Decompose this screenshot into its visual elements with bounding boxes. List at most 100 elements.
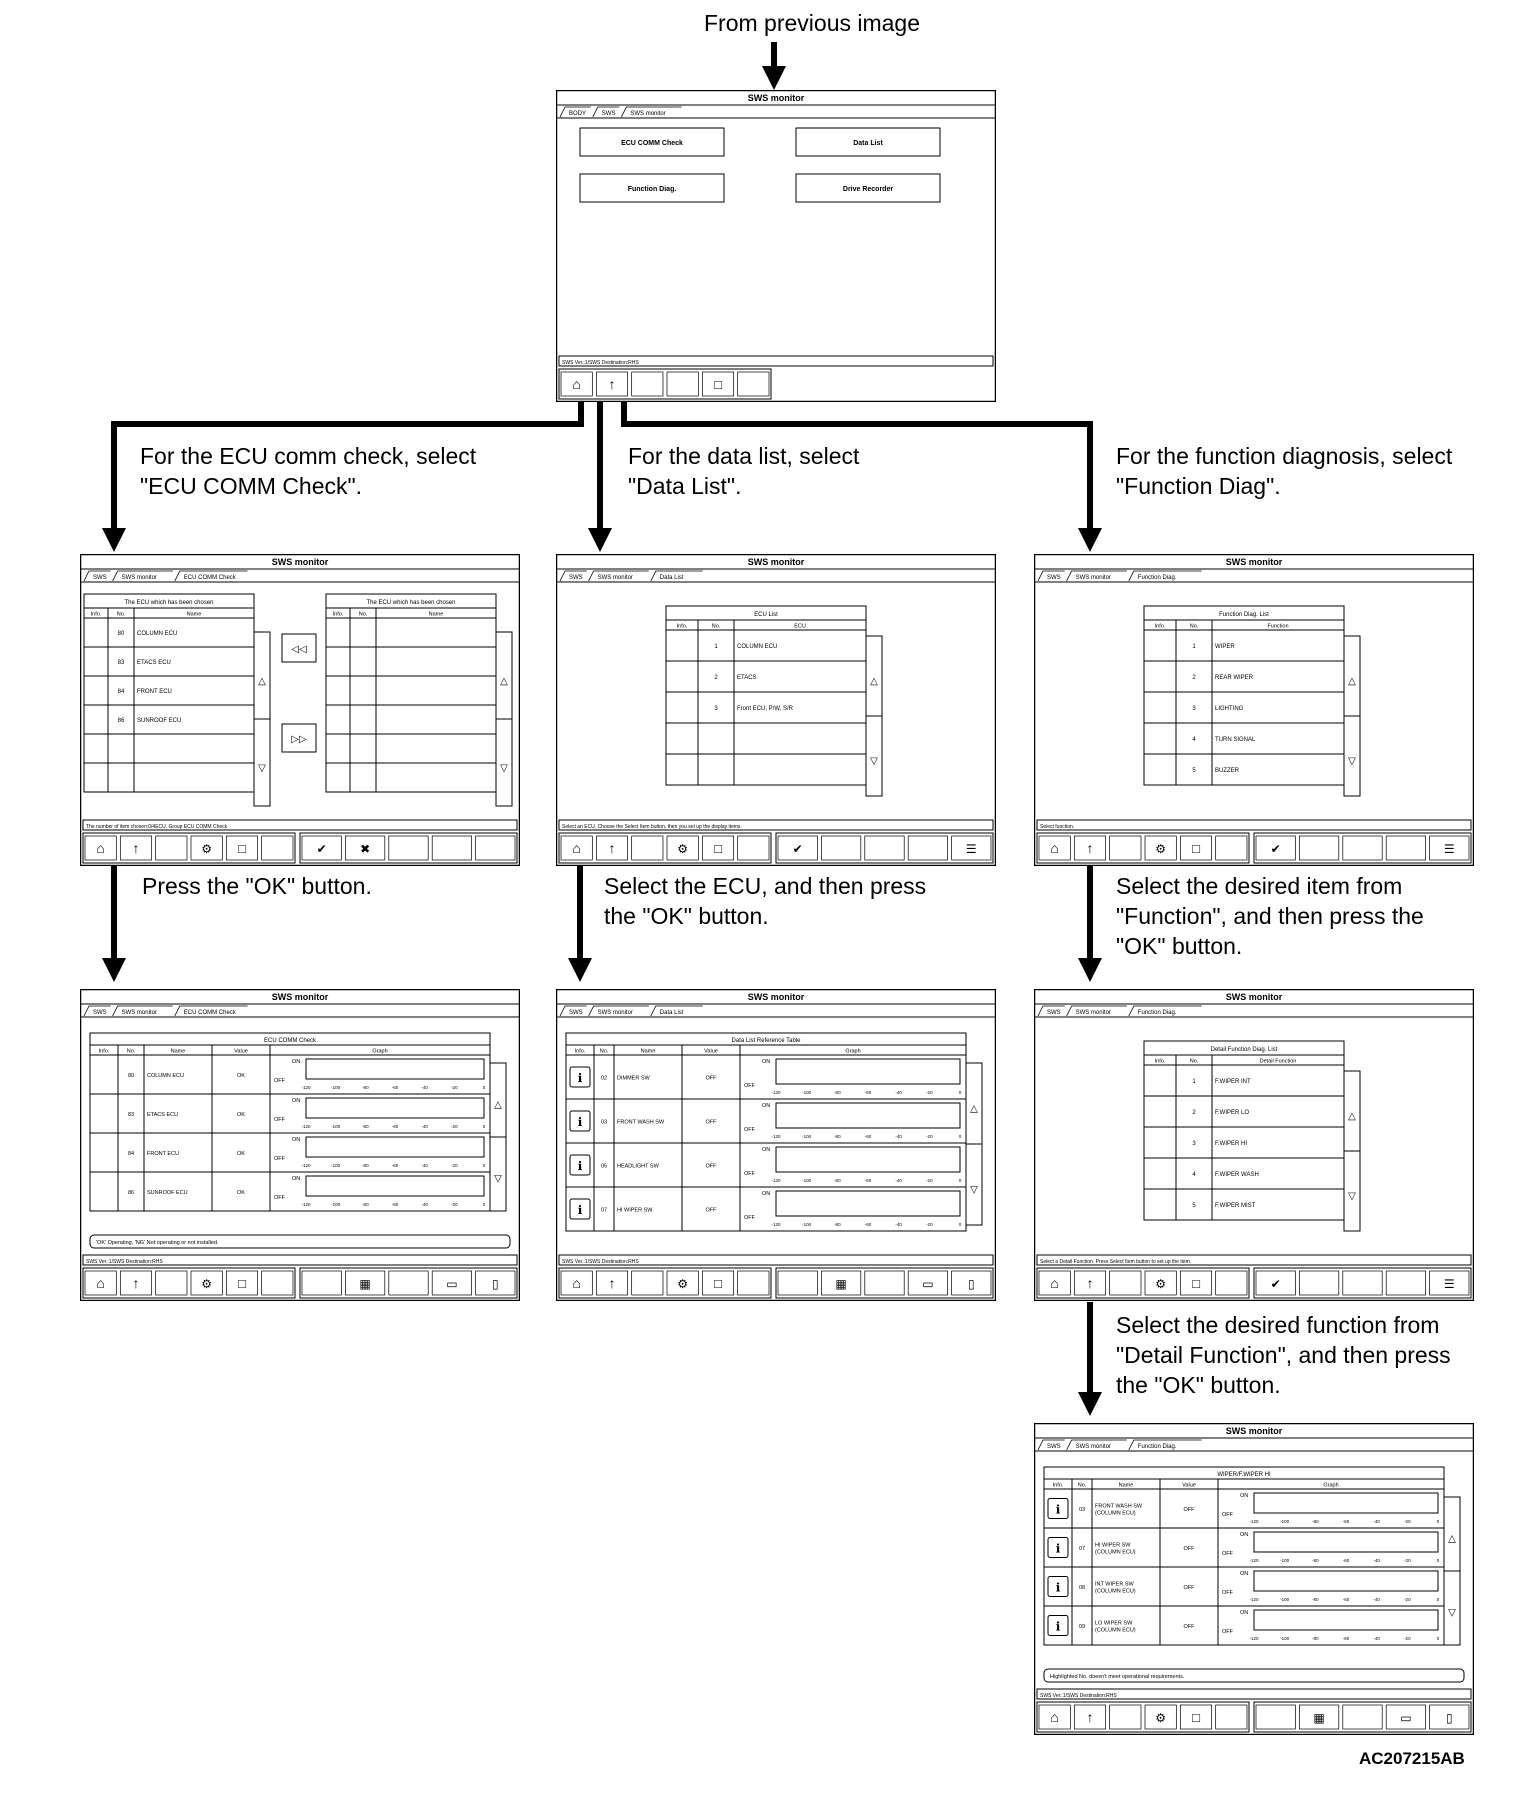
row-number[interactable]: 2 [714, 675, 718, 681]
gear-icon[interactable]: ⚙ [201, 842, 212, 856]
home-icon[interactable]: ⌂ [1050, 840, 1058, 856]
toolbar-button[interactable] [388, 1270, 429, 1296]
row-number[interactable]: 84 [118, 689, 125, 695]
row-number[interactable]: 2 [1192, 1110, 1196, 1116]
breadcrumb-tab-2[interactable]: SWS monitor [598, 575, 633, 581]
data-list-button[interactable]: Data List [795, 127, 941, 157]
row-number[interactable]: 3 [714, 706, 718, 712]
toolbar-button[interactable] [907, 835, 948, 861]
toolbar-button[interactable] [1179, 1270, 1213, 1296]
list-icon[interactable]: ☰ [966, 842, 977, 856]
toolbar-button[interactable] [1215, 1704, 1248, 1730]
breadcrumb-tab-2[interactable]: SWS monitor [1076, 1010, 1111, 1016]
home-icon[interactable]: ⌂ [572, 840, 580, 856]
toolbar-button[interactable] [1073, 1704, 1107, 1730]
toolbar-button[interactable] [225, 835, 259, 861]
button-frame[interactable] [579, 173, 725, 203]
double-right-icon[interactable]: ▷▷ [291, 734, 307, 745]
breadcrumb-tab-2[interactable]: SWS monitor [1076, 1444, 1111, 1450]
up-arrow-icon[interactable]: ↑ [1087, 1275, 1094, 1291]
ok-check-icon[interactable]: ✔ [317, 842, 327, 856]
breadcrumb-tab-edge[interactable] [1037, 1005, 1065, 1017]
row-name[interactable]: REAR WIPER [1215, 675, 1254, 681]
scroll-up-icon[interactable]: △ [258, 676, 266, 687]
breadcrumb-tab-edge[interactable] [559, 1005, 587, 1017]
breadcrumb-tab-3[interactable]: Function Diag. [1138, 1010, 1177, 1016]
row-name[interactable]: COLUMN ECU [137, 631, 177, 637]
breadcrumb-tab-3[interactable]: Data List [660, 575, 684, 581]
toolbar-button[interactable] [631, 835, 664, 861]
breadcrumb-tab-1[interactable]: SWS [1047, 575, 1061, 581]
scroll-down-icon[interactable]: ▽ [500, 763, 508, 774]
toolbar-button[interactable] [1299, 1270, 1340, 1296]
scroll-up-icon[interactable]: △ [870, 676, 878, 687]
breadcrumb-tab-edge[interactable] [1066, 1439, 1127, 1451]
breadcrumb-tab-1[interactable]: SWS [93, 1010, 107, 1016]
row-name[interactable]: Front ECU, P/W, S/R [737, 706, 794, 712]
breadcrumb-tab-2[interactable]: SWS monitor [598, 1010, 633, 1016]
scroll-up-icon[interactable]: △ [970, 1104, 978, 1115]
home-icon[interactable]: ⌂ [1050, 1709, 1058, 1725]
gear-icon[interactable]: ⚙ [1155, 1277, 1166, 1291]
toolbar-button[interactable] [560, 371, 593, 397]
function-diag-button[interactable]: Function Diag. [579, 173, 725, 203]
row-name[interactable]: F.WIPER INT [1215, 1079, 1251, 1085]
breadcrumb-tab-edge[interactable] [588, 570, 649, 582]
up-arrow-icon[interactable]: ↑ [609, 1275, 616, 1291]
gear-icon[interactable]: ⚙ [677, 842, 688, 856]
info-button[interactable] [1047, 1498, 1069, 1519]
info-button[interactable] [569, 1154, 591, 1176]
window-icon[interactable]: □ [1192, 841, 1200, 856]
toolbar-button[interactable] [1073, 835, 1107, 861]
toolbar-button[interactable] [666, 1270, 699, 1296]
breadcrumb-tab-edge[interactable] [559, 106, 591, 118]
breadcrumb-tab-3[interactable]: Data List [660, 1010, 684, 1016]
breadcrumb-tab-edge[interactable] [621, 106, 682, 118]
breadcrumb-tab-2[interactable]: SWS monitor [122, 1010, 157, 1016]
toolbar-button[interactable] [1299, 1704, 1340, 1730]
toolbar-button[interactable] [345, 1270, 386, 1296]
info-icon[interactable]: ℹ [578, 1159, 583, 1173]
ok-check-icon[interactable]: ✔ [1271, 842, 1281, 856]
breadcrumb-tab-edge[interactable] [588, 1005, 649, 1017]
info-button[interactable] [1047, 1615, 1069, 1636]
toolbar-button[interactable] [261, 835, 294, 861]
toolbar-button[interactable] [1109, 1270, 1142, 1296]
row-number[interactable]: 1 [1192, 644, 1196, 650]
record-icon[interactable]: ▯ [492, 1277, 499, 1291]
toolbar-button[interactable] [560, 835, 593, 861]
toolbar-button[interactable] [864, 1270, 905, 1296]
scroll-down-icon[interactable]: ▽ [258, 763, 266, 774]
toolbar-button[interactable] [951, 1270, 992, 1296]
breadcrumb-tab-edge[interactable] [592, 106, 620, 118]
breadcrumb-tab-1[interactable]: SWS [569, 575, 583, 581]
toolbar-button[interactable] [951, 835, 992, 861]
toolbar-button[interactable] [1255, 835, 1296, 861]
home-icon[interactable]: ⌂ [96, 840, 104, 856]
cancel-x-icon[interactable]: ✖ [360, 842, 370, 856]
button-frame[interactable] [795, 173, 941, 203]
toolbar-button[interactable] [388, 835, 429, 861]
info-button[interactable] [1047, 1537, 1069, 1558]
button-label[interactable]: ECU COMM Check [621, 140, 683, 147]
breadcrumb-tab-edge[interactable] [650, 570, 703, 582]
breadcrumb-tab-3[interactable]: ECU COMM Check [184, 575, 237, 581]
row-number[interactable]: 80 [118, 631, 125, 637]
up-arrow-icon[interactable]: ↑ [609, 840, 616, 856]
row-number[interactable]: 3 [1192, 706, 1196, 712]
row-name[interactable]: ETACS [737, 675, 757, 681]
row-number[interactable]: 86 [118, 718, 125, 724]
toolbar-button[interactable] [1299, 835, 1340, 861]
row-name[interactable]: FRONT ECU [137, 689, 172, 695]
scroll-down-icon[interactable]: ▽ [870, 756, 878, 767]
toolbar-button[interactable] [1429, 1270, 1470, 1296]
home-icon[interactable]: ⌂ [572, 1275, 580, 1291]
info-button[interactable] [569, 1066, 591, 1088]
toolbar-button[interactable] [1385, 835, 1426, 861]
scroll-down-icon[interactable]: ▽ [494, 1173, 502, 1184]
toolbar-button[interactable] [1179, 835, 1213, 861]
toolbar-button[interactable] [821, 1270, 862, 1296]
scroll-up-icon[interactable]: △ [494, 1099, 502, 1110]
toolbar-button[interactable] [1038, 1270, 1071, 1296]
toolbar-button[interactable] [1038, 835, 1071, 861]
